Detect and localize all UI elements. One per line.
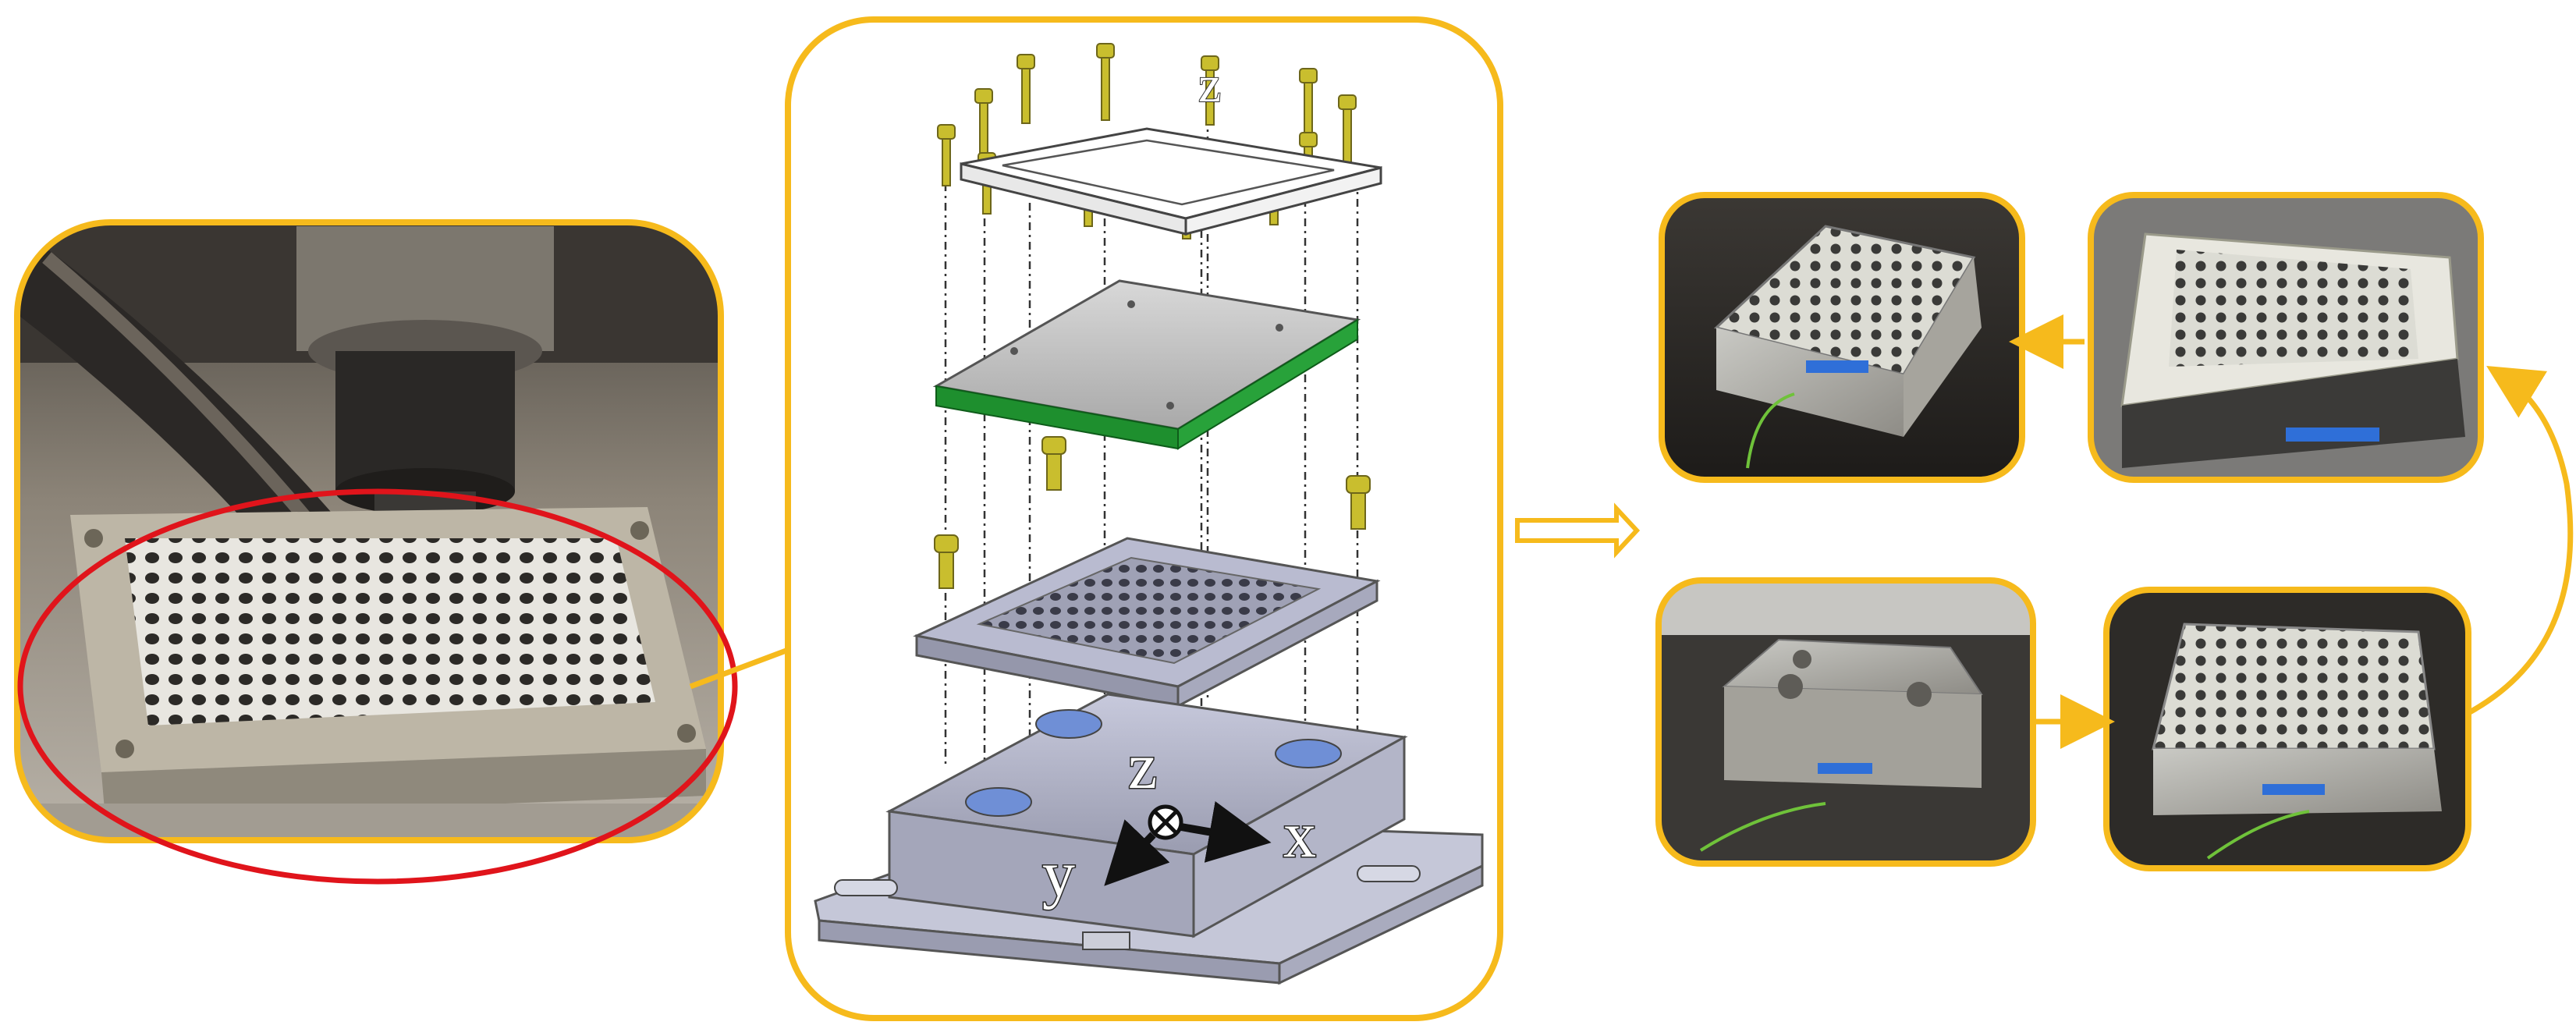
sequence-photo-3 [1655,577,2036,867]
screw-2 [1096,43,1115,121]
sequence-photo-4 [2103,587,2471,871]
screw-5 [1338,94,1357,165]
z-axis-label: z [1128,730,1157,803]
machining-photo-panel [14,219,738,885]
bolt-1 [1041,436,1066,491]
double-arrow-icon [1515,502,1641,559]
highlight-ellipse [17,488,738,885]
sequence-photo-1 [1659,192,2025,483]
screw-6 [974,88,993,158]
exploded-assembly-panel: z [785,16,1503,1021]
bolt-3 [934,534,959,589]
x-axis-arrow [1180,801,1272,863]
coordinate-system: z x y [1041,729,1318,912]
z-axis-label-top: z [1198,56,1221,113]
specimen-plate [932,279,1361,450]
clamp-frame [960,127,1382,236]
machining-photo-frame [14,219,724,843]
screw-1 [1017,54,1035,124]
base-block [814,693,1484,985]
y-axis-label: y [1042,838,1075,910]
screw-3 [1201,55,1219,126]
screw-7 [937,124,956,186]
sequence-photo-2 [2088,192,2484,483]
x-axis-label: x [1283,799,1316,871]
perforated-plate [913,537,1381,708]
y-axis-arrow [1104,819,1170,886]
sequence-arrows [2009,314,2574,749]
bolt-2 [1346,475,1371,530]
arrow-4-to-2 [2465,365,2574,717]
